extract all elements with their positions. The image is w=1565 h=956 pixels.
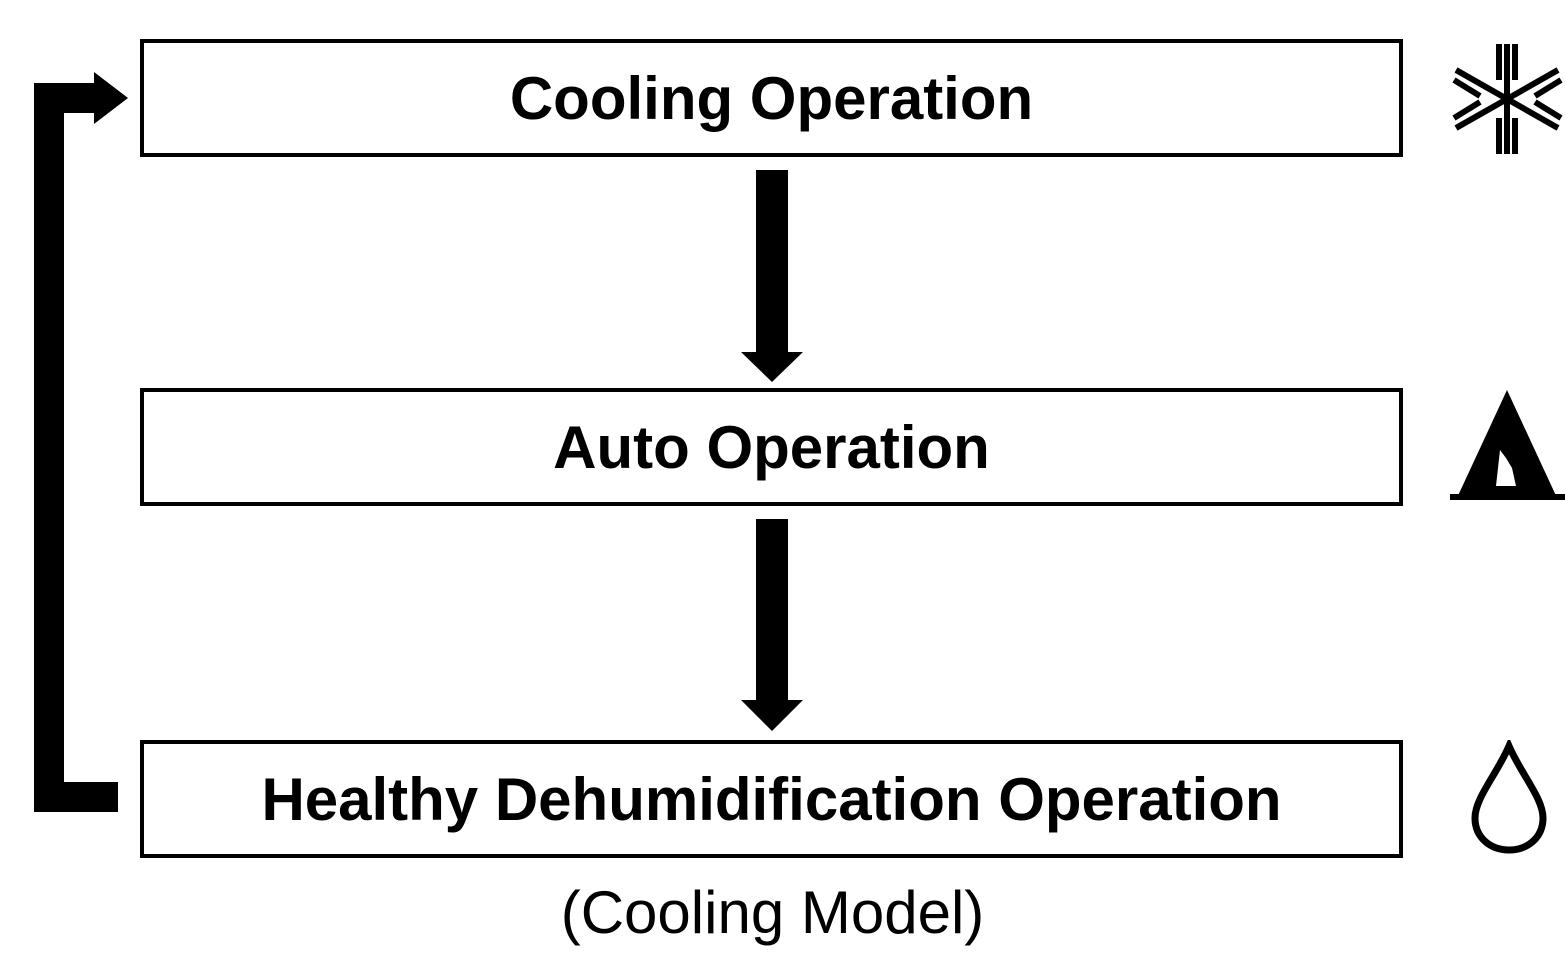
water-drop-icon: [1471, 740, 1547, 854]
down-arrow-auto-to-dehumidification: [741, 519, 803, 731]
cooling-operation-label: Cooling Operation: [509, 64, 1034, 132]
down-arrow-cooling-to-auto: [741, 170, 803, 382]
auto-operation-box: Auto Operation: [140, 388, 1403, 506]
auto-operation-label: Auto Operation: [553, 413, 990, 481]
snowflake-icon: [1452, 44, 1563, 154]
dehumidification-operation-box: Healthy Dehumidification Operation: [140, 740, 1403, 858]
diagram-caption: (Cooling Model): [560, 879, 985, 946]
loop-back-arrow: [34, 72, 128, 812]
auto-a-icon: [1450, 390, 1565, 500]
cooling-operation-box: Cooling Operation: [140, 39, 1403, 157]
dehumidification-operation-label: Healthy Dehumidification Operation: [261, 765, 1282, 833]
